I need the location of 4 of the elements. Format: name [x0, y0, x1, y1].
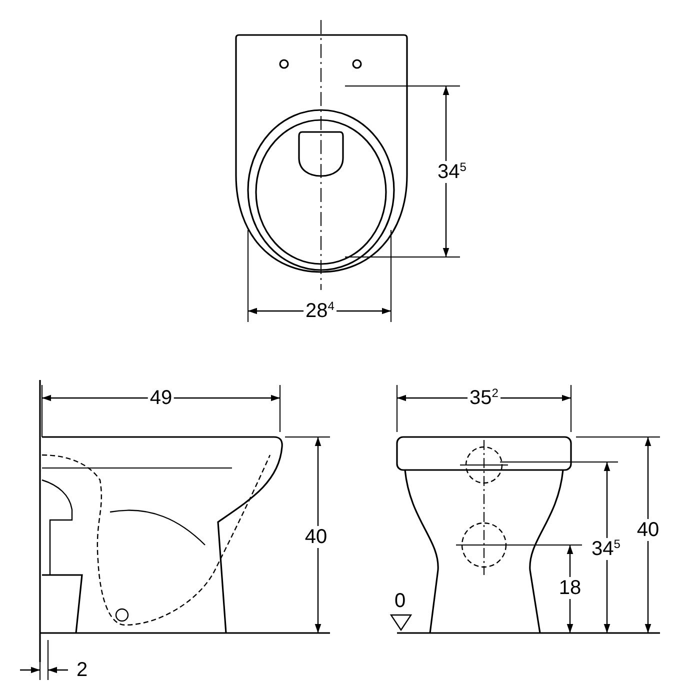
- dimension-label: 40: [634, 519, 662, 541]
- dimension-label: 34$^{5}$: [436, 161, 468, 183]
- dimension-label: 40: [302, 526, 330, 548]
- dimension-label: 34$^{5}$: [590, 538, 622, 560]
